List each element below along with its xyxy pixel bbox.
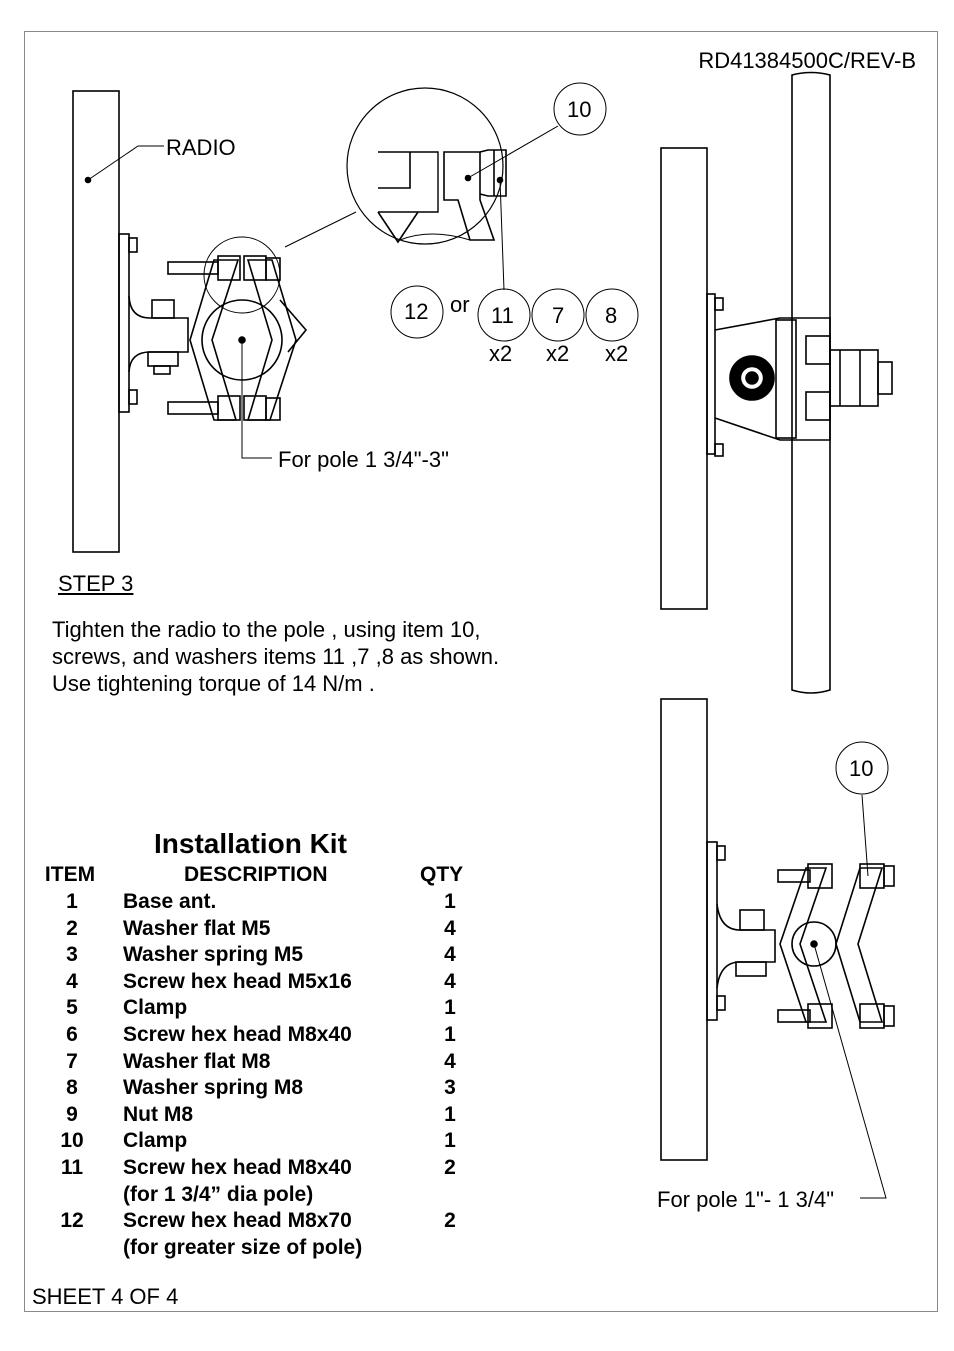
kit-item-description: Screw hex head M5x16 xyxy=(123,969,352,993)
kit-item-number: 11 xyxy=(60,1156,84,1179)
kit-item-qty: 3 xyxy=(444,1076,456,1100)
kit-item-qty: 4 xyxy=(444,1049,456,1073)
kit-item-description: Screw hex head M8x40 xyxy=(123,1156,352,1179)
kit-item-qty: 4 xyxy=(444,969,456,993)
kit-title: Installation Kit xyxy=(154,828,347,859)
kit-item-description: Clamp xyxy=(123,996,188,1020)
kit-item-qty: 1 xyxy=(444,1129,456,1153)
mount-bracket xyxy=(118,233,189,413)
kit-item-number: 5 xyxy=(66,996,78,1020)
kit-item-description: Screw hex head M8x40 xyxy=(123,1023,352,1046)
callout-bottom-clamp: 10 xyxy=(849,756,874,781)
kit-item-description: Washer flat M5 xyxy=(123,916,271,940)
kit-header-description: DESCRIPTION xyxy=(184,863,328,886)
step-line: Use tightening torque of 14 N/m . xyxy=(52,671,375,696)
pole-large-label: For pole 1 3/4"-3" xyxy=(278,447,449,472)
large-pole-clamp xyxy=(167,236,308,421)
pole-front-view xyxy=(660,71,893,694)
kit-item-number: 2 xyxy=(66,916,78,940)
kit-item-qty: 2 xyxy=(444,1209,456,1233)
qty-item-8: x2 xyxy=(605,341,629,366)
callout-balloons-top xyxy=(390,82,639,342)
kit-item-description: (for 1 3/4” dia pole) xyxy=(123,1182,314,1206)
radio-label: RADIO xyxy=(166,135,236,160)
radio-small-pole-view xyxy=(660,698,895,1161)
qty-item-7: x2 xyxy=(546,341,570,366)
kit-item-qty: 1 xyxy=(444,890,456,913)
kit-item-qty: 1 xyxy=(444,1102,456,1126)
kit-header-qty: QTY xyxy=(420,863,464,886)
step-instructions: Tighten the radio to the pole , using it… xyxy=(52,616,499,697)
kit-item-description: (for greater size of pole) xyxy=(123,1235,363,1259)
kit-item-qty: 1 xyxy=(444,996,456,1020)
callout-item-7: 7 xyxy=(552,303,565,328)
kit-item-qty: 1 xyxy=(444,1023,456,1046)
kit-item-qty: 2 xyxy=(444,1156,456,1179)
kit-item-qty: 4 xyxy=(444,916,456,940)
kit-item-number: 7 xyxy=(66,1049,78,1073)
kit-item-number: 4 xyxy=(66,969,78,993)
kit-item-number: 1 xyxy=(66,890,78,913)
or-label: or xyxy=(450,292,470,317)
document-number: RD41384500C/REV-B xyxy=(698,48,916,73)
radio-leader-line xyxy=(87,145,164,181)
kit-item-number: 10 xyxy=(60,1129,84,1153)
kit-item-description: Nut M8 xyxy=(123,1102,193,1126)
kit-item-number: 6 xyxy=(66,1023,78,1046)
kit-header-item: ITEM xyxy=(44,863,96,886)
kit-item-number: 12 xyxy=(60,1209,84,1233)
qty-item-11: x2 xyxy=(489,341,513,366)
sheet-label: SHEET 4 OF 4 xyxy=(32,1284,179,1309)
sheet-border xyxy=(24,31,938,1312)
step-title: STEP 3 xyxy=(58,571,134,596)
callout-item-11: 11 xyxy=(491,303,514,328)
callout-leaders-bottom xyxy=(813,794,887,1199)
kit-item-number: 8 xyxy=(66,1076,78,1100)
callout-balloon-bottom xyxy=(835,741,889,795)
kit-item-description: Screw hex head M8x70 xyxy=(123,1209,352,1233)
callout-top-clamp: 10 xyxy=(567,97,592,122)
step-line: screws, and washers items 11 ,7 ,8 as sh… xyxy=(52,644,500,669)
callout-item-8: 8 xyxy=(605,303,618,328)
kit-item-qty: 4 xyxy=(444,943,456,967)
pole-small-label: For pole 1"- 1 3/4" xyxy=(657,1187,835,1212)
step-line: Tighten the radio to the pole , using it… xyxy=(52,617,481,642)
kit-item-description: Washer spring M5 xyxy=(123,943,304,967)
kit-item-description: Base ant. xyxy=(123,890,217,913)
kit-item-description: Clamp xyxy=(123,1129,188,1153)
kit-item-number: 9 xyxy=(66,1102,78,1126)
kit-item-description: Washer flat M8 xyxy=(123,1049,271,1073)
detail-view xyxy=(284,87,507,248)
callout-item-12: 12 xyxy=(404,299,429,324)
radio-side-view xyxy=(72,90,120,553)
pole-large-leader xyxy=(241,340,272,459)
callout-leaders-top xyxy=(467,125,559,291)
kit-item-number: 3 xyxy=(66,943,78,967)
kit-item-description: Washer spring M8 xyxy=(123,1076,304,1100)
